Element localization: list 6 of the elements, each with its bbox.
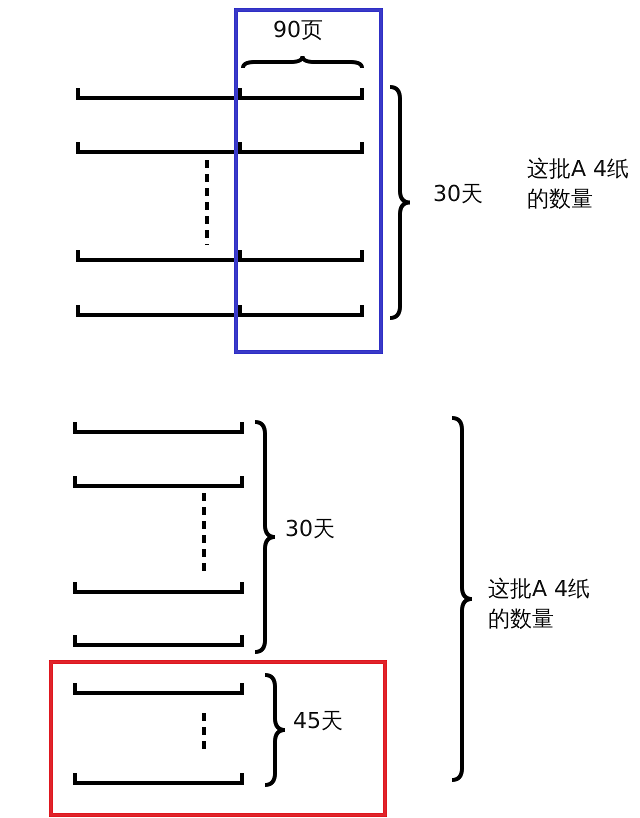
brace-label: 30天 xyxy=(285,516,336,544)
quantity-label: 这批A 4纸的数量 xyxy=(527,156,630,214)
brace-label: 45天 xyxy=(293,708,344,736)
brace-label: 30天 xyxy=(433,181,484,209)
quantity-label: 这批A 4纸的数量 xyxy=(488,576,592,634)
brace-label: 90页 xyxy=(273,17,324,45)
